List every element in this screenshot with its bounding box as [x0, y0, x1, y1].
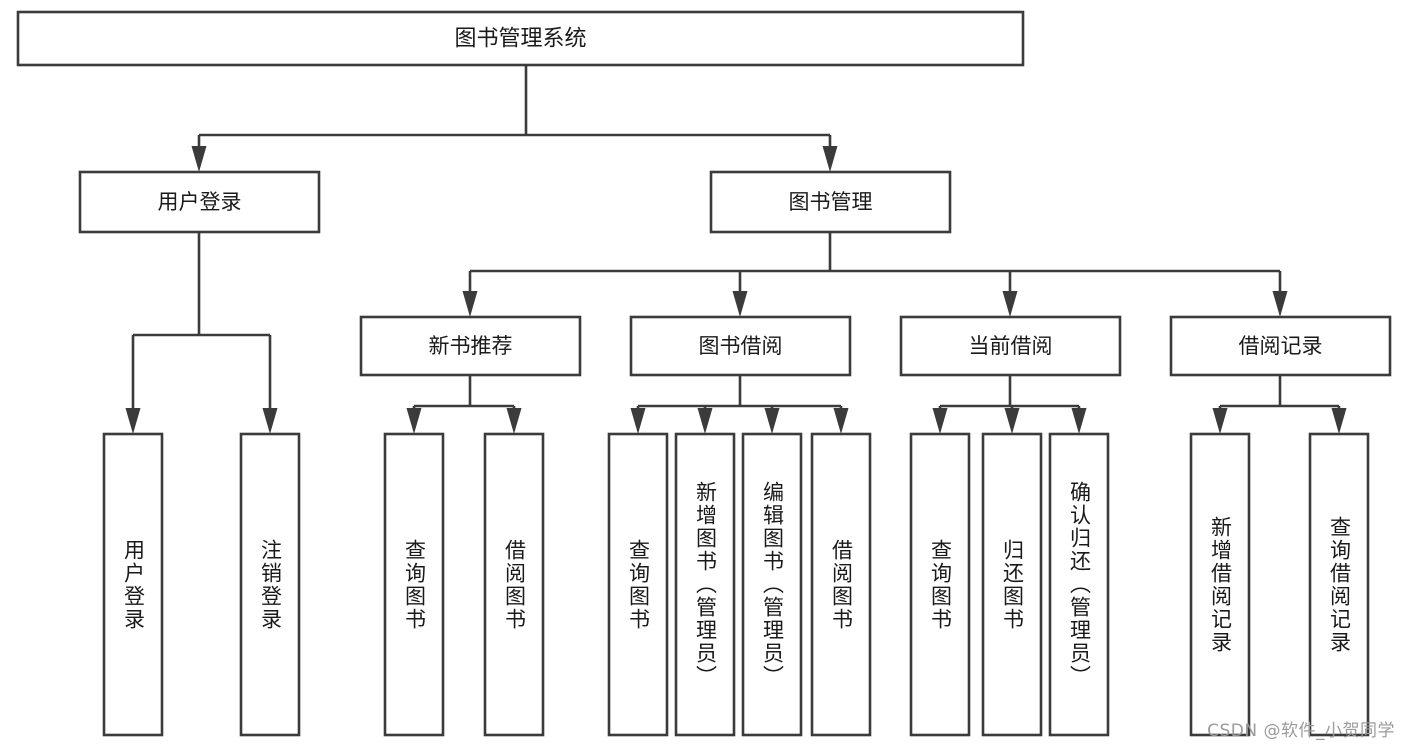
- nodes-layer: [16, 10, 1392, 737]
- edge-current-borrow-to-leaf-query-book-3-arrowhead: [932, 408, 948, 434]
- node-box-book-manage[interactable]: [709, 170, 952, 234]
- node-box-leaf-add-book[interactable]: [674, 432, 736, 737]
- node-box-leaf-borrow-book-1[interactable]: [483, 432, 545, 737]
- node-box-new-book-recommend[interactable]: [359, 315, 582, 377]
- node-box-leaf-return-book[interactable]: [981, 432, 1043, 737]
- node-label-book-manage: 图书管理: [789, 190, 873, 214]
- edge-new-book-recommend-to-leaf-query-book-1-arrowhead: [406, 408, 422, 434]
- node-box-leaf-borrow-book-2[interactable]: [810, 432, 872, 737]
- node-box-leaf-query-book-2[interactable]: [607, 432, 669, 737]
- node-box-leaf-query-book-1[interactable]: [383, 432, 445, 737]
- edge-borrow-record-to-leaf-query-record-arrowhead: [1331, 408, 1347, 434]
- edge-root-to-user-login-arrowhead: [191, 146, 207, 172]
- node-box-borrow-record[interactable]: [1169, 315, 1392, 377]
- node-box-leaf-user-login[interactable]: [102, 432, 164, 737]
- node-label-current-borrow: 当前借阅: [969, 334, 1053, 358]
- node-box-root[interactable]: [16, 10, 1025, 67]
- edge-current-borrow-to-leaf-return-book-arrowhead: [1004, 408, 1020, 434]
- node-box-leaf-add-record[interactable]: [1189, 432, 1251, 737]
- edge-book-manage-to-current-borrow-arrowhead: [1002, 291, 1018, 317]
- edge-book-manage-to-borrow-record-arrowhead: [1272, 291, 1288, 317]
- node-box-leaf-confirm-return[interactable]: [1048, 432, 1110, 737]
- node-label-borrow-record: 借阅记录: [1239, 334, 1323, 358]
- edge-book-borrow-to-leaf-borrow-book-2-arrowhead: [833, 408, 849, 434]
- edge-book-manage-to-new-book-recommend-arrowhead: [462, 291, 478, 317]
- node-box-leaf-logout[interactable]: [239, 432, 301, 737]
- edge-user-login-to-leaf-logout-arrowhead: [262, 408, 278, 434]
- node-label-book-borrow: 图书借阅: [699, 334, 783, 358]
- edge-new-book-recommend-to-leaf-borrow-book-1-arrowhead: [506, 408, 522, 434]
- node-box-book-borrow[interactable]: [629, 315, 852, 377]
- edge-user-login-to-leaf-user-login-arrowhead: [125, 408, 141, 434]
- edge-borrow-record-to-leaf-add-record-arrowhead: [1212, 408, 1228, 434]
- node-label-root: 图书管理系统: [454, 27, 586, 52]
- node-box-leaf-query-book-3[interactable]: [909, 432, 971, 737]
- edge-book-manage-to-book-borrow-arrowhead: [732, 291, 748, 317]
- node-label-new-book-recommend: 新书推荐: [429, 334, 513, 358]
- watermark-text: CSDN @软件_小贺同学: [1207, 721, 1395, 741]
- edge-book-borrow-to-leaf-query-book-2-arrowhead: [630, 408, 646, 434]
- node-box-leaf-query-record[interactable]: [1308, 432, 1370, 737]
- node-box-current-borrow[interactable]: [899, 315, 1122, 377]
- edge-current-borrow-to-leaf-confirm-return-arrowhead: [1071, 408, 1087, 434]
- connectors-layer: [125, 65, 1347, 434]
- edge-book-borrow-to-leaf-edit-book-arrowhead: [764, 408, 780, 434]
- edge-root-to-book-manage-arrowhead: [822, 146, 838, 172]
- node-label-user-login: 用户登录: [158, 190, 242, 214]
- node-box-user-login[interactable]: [78, 170, 321, 234]
- edge-book-borrow-to-leaf-add-book-arrowhead: [697, 408, 713, 434]
- node-box-leaf-edit-book[interactable]: [741, 432, 803, 737]
